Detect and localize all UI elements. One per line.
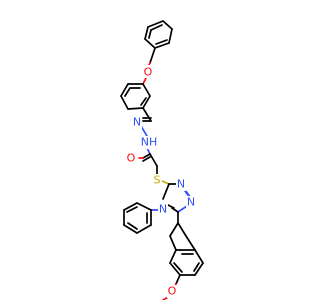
benzyl-phenyl-ring bbox=[144, 20, 173, 49]
atom-labels: O N NH O S N N N O bbox=[126, 65, 196, 298]
ether-oxygen-label: O bbox=[144, 66, 153, 79]
triazole-nitrogen-top-label: N bbox=[177, 178, 185, 191]
triazole-nitrogen-mid-label: N bbox=[187, 196, 195, 209]
benzylidene-ring bbox=[120, 77, 151, 110]
sulfur-label: S bbox=[154, 174, 161, 187]
carbonyl-oxygen-label: O bbox=[127, 152, 136, 165]
benzyl-methylene-link bbox=[147, 47, 156, 68]
n-phenyl-ring bbox=[123, 202, 159, 234]
triazole-nitrogen-phenyl-label: N bbox=[159, 203, 167, 216]
methoxy-oxygen-label: O bbox=[168, 285, 177, 298]
imine-nitrogen-label: N bbox=[133, 116, 141, 129]
molecule-structure-diagram: O N NH O S N N N O bbox=[120, 20, 204, 300]
amide-nh-label: NH bbox=[141, 136, 158, 149]
methoxyphenyl-ring bbox=[169, 222, 204, 276]
